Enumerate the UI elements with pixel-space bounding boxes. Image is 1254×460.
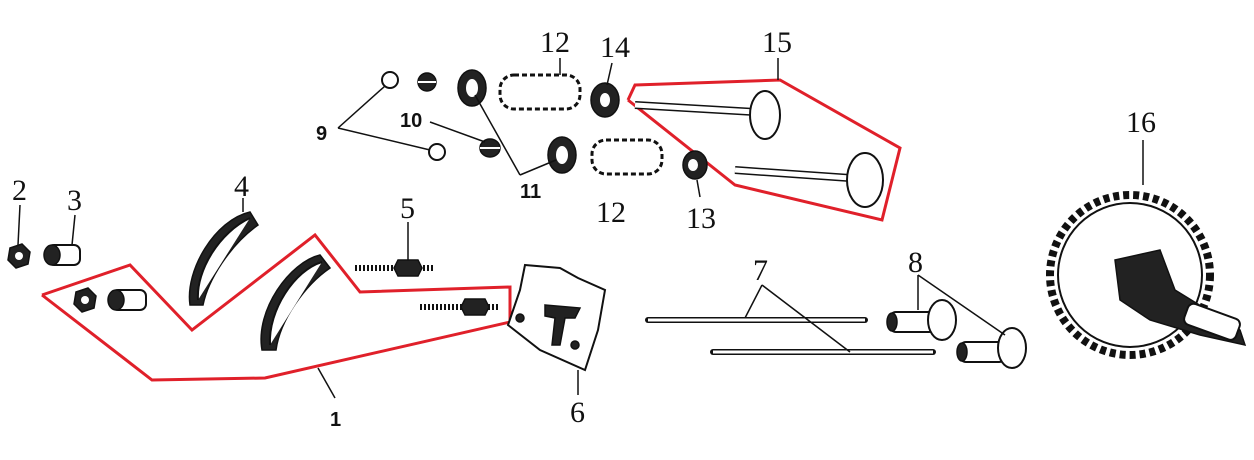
label-1: 1 [330, 409, 341, 431]
label-4: 4 [234, 170, 249, 203]
label-9: 9 [316, 123, 327, 145]
label-13: 13 [686, 202, 716, 235]
sleeve-part-3 [43, 244, 81, 266]
label-11: 11 [520, 181, 541, 203]
tappet-part-8a [886, 299, 957, 341]
label-5: 5 [400, 192, 415, 225]
clip-part-10a [417, 72, 437, 92]
stud-bolt-part-1c [420, 298, 500, 316]
rocker-arm-part-1 [260, 254, 332, 351]
valve-spring-part-12a [498, 73, 582, 111]
valve-keeper-part-9a [381, 71, 399, 89]
label-15: 15 [762, 26, 792, 59]
nut-part-1a [73, 287, 97, 313]
label-8: 8 [908, 246, 923, 279]
retainer-part-11a [457, 69, 487, 107]
label-6: 6 [570, 396, 585, 429]
label-12-top: 12 [540, 26, 570, 59]
nut-part-2 [7, 243, 31, 269]
rocker-arm-part-4 [188, 211, 260, 306]
label-16: 16 [1126, 106, 1156, 139]
label-12-bottom: 12 [596, 196, 626, 229]
tappet-part-8b [956, 327, 1027, 369]
camshaft-gear-part-16 [1046, 191, 1247, 359]
leader-lines [17, 58, 1144, 399]
sleeve-part-1b [107, 289, 147, 311]
valve-spring-part-12b [590, 138, 664, 176]
label-2: 2 [12, 174, 27, 207]
label-7: 7 [753, 254, 768, 287]
clip-part-10b [479, 138, 501, 158]
guide-plate-part-6 [506, 263, 607, 372]
seal-part-13 [682, 150, 708, 180]
valve-part-15b [734, 152, 884, 208]
label-10: 10 [400, 110, 422, 132]
retainer-part-11b [547, 136, 577, 174]
stud-bolt-part-5 [355, 259, 435, 277]
label-14: 14 [600, 31, 630, 64]
washer-part-14 [590, 82, 620, 118]
valve-keeper-part-9b [428, 143, 446, 161]
group-15-outline [626, 78, 902, 222]
label-3: 3 [67, 184, 82, 217]
group-1-outline [41, 232, 512, 382]
valve-part-15a [634, 90, 781, 140]
